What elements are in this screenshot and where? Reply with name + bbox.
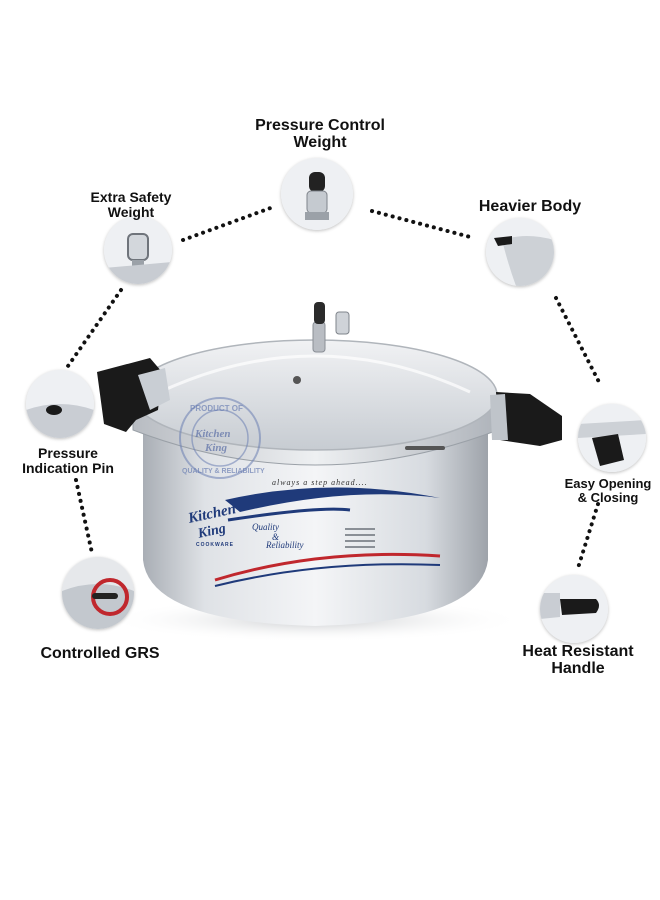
stamp-top: PRODUCT OF [190,404,243,413]
quality-stamp [179,397,261,479]
connector-pin-to-grs [74,478,94,555]
grs-icon [62,557,134,629]
indication-pin-icon [26,370,94,438]
label-extra-safety-weight: Extra Safety Weight [90,189,172,220]
quality-text-2: & [272,532,280,542]
handle-icon [540,575,608,643]
control-weight [314,302,325,324]
quality-text-3: Reliability [266,540,304,550]
quality-text-1: Quality [252,522,279,532]
connector-opening-to-handle [576,502,600,570]
stamp-bottom: QUALITY & RELIABILITY [182,468,265,475]
lid-opening-icon [578,404,646,472]
label-pressure-control-weight: Pressure Control Weight [255,117,385,151]
safety-weight-icon [104,216,172,284]
connector-safety-to-pin [66,288,123,368]
label-easy-opening-closing: Easy Opening & Closing [564,476,652,505]
heavier-body-icon [486,218,554,286]
pressure-control-weight-icon [281,158,353,230]
stamp-center-1: Kitchen [195,428,231,440]
stamp-center-2: King [205,442,228,454]
label-heavier-body: Heavier Body [478,198,582,215]
label-controlled-grs: Controlled GRS [40,645,160,662]
right-handle [496,392,562,446]
connector-safety-to-control [181,204,278,242]
label-heat-resistant-handle: Heat Resistant Handle [522,643,634,677]
brand-sub: COOKWARE [196,542,234,548]
label-pressure-indication-pin: Pressure Indication Pin [22,445,114,476]
connector-body-to-opening [554,296,602,386]
tagline: always a step ahead.... [272,478,368,487]
safety-weight [335,311,350,335]
